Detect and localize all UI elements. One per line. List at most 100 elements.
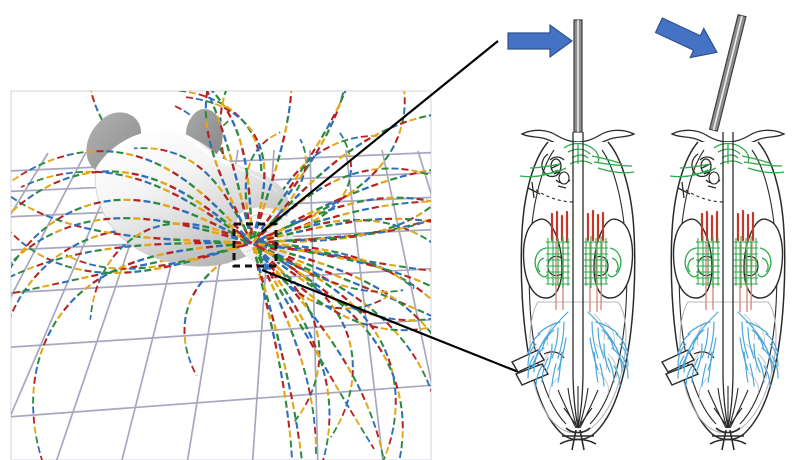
streamline-segment [418, 318, 426, 321]
streamline-segment [180, 176, 188, 183]
streamline-segment [225, 144, 231, 152]
streamline-segment [354, 275, 362, 281]
streamline-segment [315, 330, 320, 338]
streamline-segment [275, 351, 280, 359]
streamline-segment [65, 210, 73, 216]
streamline-segment [100, 273, 108, 279]
streamline-segment [306, 281, 314, 288]
streamline-segment [185, 307, 190, 315]
streamline-segment [372, 284, 380, 290]
streamline-segment [274, 292, 280, 301]
streamline-segment [72, 242, 80, 248]
streamline-segment [388, 317, 396, 321]
streamline-segment [20, 248, 28, 255]
streamline-segment [294, 261, 302, 268]
streamline-segment [236, 182, 241, 191]
streamline-segment [346, 366, 353, 374]
streamline-segment [160, 148, 168, 153]
streamline-segment [174, 105, 182, 111]
streamline-segment [361, 207, 370, 212]
streamline-segment [222, 120, 229, 127]
streamline-segment [262, 285, 267, 293]
streamline-segment [311, 246, 319, 251]
streamline-segment [171, 192, 180, 198]
streamline-segment [294, 225, 302, 230]
streamline-segment [341, 284, 349, 288]
streamline-segment [324, 182, 332, 188]
streamline-segment [143, 236, 151, 239]
streamline-segment [399, 174, 407, 179]
streamline-segment [342, 174, 350, 179]
streamline-segment [422, 281, 431, 287]
streamline-segment [251, 230, 257, 239]
streamline-segment [389, 295, 397, 301]
streamline-segment [254, 221, 259, 229]
streamline-segment [371, 182, 379, 188]
streamline-segment [287, 105, 291, 114]
streamline-segment [346, 179, 351, 187]
streamline-segment [203, 194, 211, 202]
streamline-segment [150, 177, 159, 182]
streamline-segment [181, 209, 190, 215]
streamline-segment [293, 411, 297, 419]
streamline-segment [191, 212, 199, 218]
streamline-segment [370, 290, 378, 293]
streamline-segment [394, 271, 402, 276]
streamline-segment [304, 302, 310, 310]
streamline-segment [288, 430, 292, 438]
streamline-segment [76, 290, 84, 297]
streamline-segment [360, 135, 368, 138]
streamline-segment [192, 257, 201, 262]
streamline-segment [115, 172, 123, 177]
streamline-segment [56, 215, 64, 221]
streamline-segment [291, 401, 295, 410]
streamline-segment [242, 235, 251, 242]
streamline-segment [93, 201, 101, 205]
streamline-segment [92, 278, 100, 285]
streamline-segment [302, 275, 310, 283]
streamline-segment [251, 246, 257, 255]
streamline-segment [392, 417, 396, 425]
streamline-segment [210, 91, 215, 94]
streamline-segment [186, 194, 194, 200]
streamline-segment [91, 170, 100, 174]
streamline-segment [379, 340, 385, 348]
streamline-segment [313, 219, 321, 224]
streamline-segment [55, 218, 63, 223]
streamline-segment [390, 427, 395, 435]
streamline-segment [265, 234, 274, 240]
streamline-segment [401, 201, 409, 205]
streamline-segment [361, 322, 369, 327]
streamline-segment [113, 232, 121, 236]
streamline-segment [103, 217, 111, 221]
streamline-segment [134, 177, 143, 182]
streamline-segment [211, 227, 220, 232]
streamline-segment [275, 333, 280, 341]
streamline-segment [310, 282, 318, 289]
streamline-segment [228, 153, 233, 162]
streamline-segment [293, 314, 300, 323]
streamline-segment [205, 121, 209, 129]
streamline-segment [295, 218, 304, 225]
streamline-segment [273, 323, 278, 332]
streamline-segment [416, 221, 425, 226]
streamline-segment [327, 398, 331, 406]
streamline-segment [366, 198, 374, 202]
streamline-segment [303, 224, 311, 229]
streamline-segment [312, 379, 317, 387]
streamline-segment [287, 382, 291, 390]
streamline-segment [83, 226, 92, 231]
streamline-segment [333, 177, 341, 183]
streamline-segment [406, 196, 414, 200]
streamline-segment [36, 210, 44, 216]
streamline-segment [70, 256, 78, 261]
streamline-segment [69, 297, 76, 304]
streamline-segment [37, 445, 41, 454]
streamline-segment [322, 368, 326, 377]
streamline-segment [27, 193, 35, 200]
streamline-segment [315, 186, 323, 193]
streamline-segment [313, 426, 317, 434]
streamline-segment [197, 206, 206, 213]
streamline-segment [81, 171, 90, 176]
streamline-segment [163, 237, 171, 241]
